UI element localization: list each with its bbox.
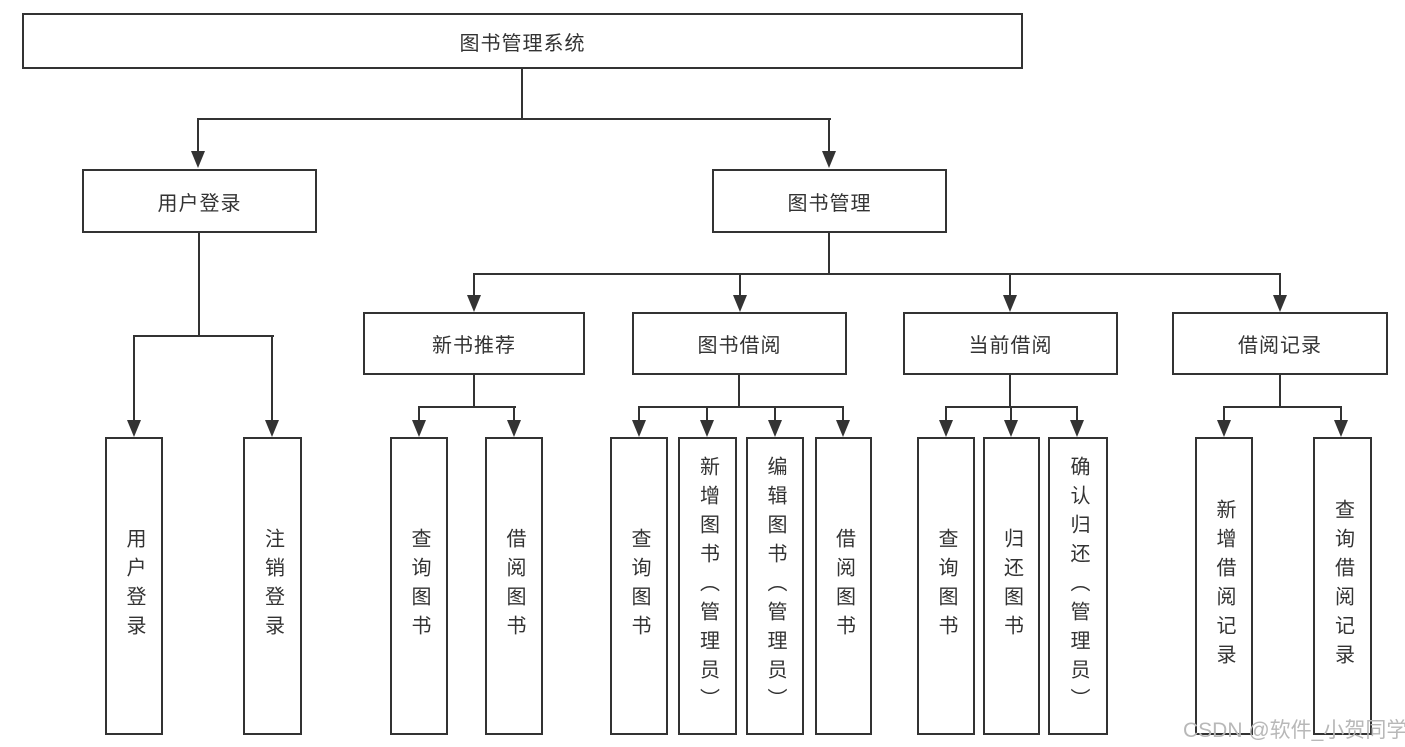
node-book-management: 图书管理 [712, 169, 947, 233]
arrow-down-icon [265, 420, 279, 437]
leaf-borrow-edit-book-admin-label: 编辑图书（管理员） [764, 455, 786, 717]
connector-line [271, 335, 273, 421]
connector-line [1076, 406, 1078, 422]
leaf-user-login: 用户登录 [105, 437, 163, 735]
arrow-down-icon [939, 420, 953, 437]
arrow-down-icon [822, 151, 836, 168]
leaf-current-query-book: 查询图书 [917, 437, 975, 735]
leaf-record-query-record: 查询借阅记录 [1313, 437, 1372, 735]
arrow-down-icon [632, 420, 646, 437]
connector-line [133, 335, 135, 421]
leaf-recommend-query-book-label: 查询图书 [408, 528, 430, 644]
leaf-borrow-edit-book-admin: 编辑图书（管理员） [746, 437, 804, 735]
leaf-current-confirm-return-admin-label: 确认归还（管理员） [1067, 455, 1089, 717]
arrow-down-icon [1070, 420, 1084, 437]
connector-line [945, 406, 947, 422]
leaf-borrow-add-book-admin: 新增图书（管理员） [678, 437, 737, 735]
connector-line [473, 273, 475, 296]
leaf-current-return-book-label: 归还图书 [1000, 528, 1023, 644]
leaf-logout-label: 注销登录 [261, 528, 284, 644]
leaf-recommend-query-book: 查询图书 [390, 437, 448, 735]
leaf-logout: 注销登录 [243, 437, 302, 735]
connector-line [473, 273, 1281, 275]
connector-line [638, 406, 640, 422]
connector-line [1279, 375, 1281, 408]
node-new-book-recommend-label: 新书推荐 [432, 335, 516, 357]
connector-line [1010, 406, 1012, 422]
connector-line [197, 118, 831, 120]
node-root: 图书管理系统 [22, 13, 1023, 69]
connector-line [842, 406, 844, 422]
arrow-down-icon [127, 420, 141, 437]
leaf-record-query-record-label: 查询借阅记录 [1331, 499, 1354, 673]
arrow-down-icon [191, 151, 205, 168]
leaf-current-query-book-label: 查询图书 [935, 528, 957, 644]
connector-line [133, 335, 274, 337]
connector-line [197, 118, 199, 152]
leaf-record-add-record-label: 新增借阅记录 [1213, 499, 1235, 673]
connector-line [521, 69, 523, 120]
arrow-down-icon [1003, 295, 1017, 312]
leaf-recommend-borrow-book: 借阅图书 [485, 437, 543, 735]
leaf-user-login-label: 用户登录 [123, 528, 145, 644]
leaf-borrow-borrow-book: 借阅图书 [815, 437, 872, 735]
connector-line [473, 375, 475, 408]
node-root-label: 图书管理系统 [459, 32, 586, 55]
connector-line [418, 406, 516, 408]
connector-line [638, 406, 844, 408]
connector-line [706, 406, 708, 422]
connector-line [774, 406, 776, 422]
arrow-down-icon [1217, 420, 1231, 437]
connector-line [1009, 375, 1011, 408]
leaf-borrow-query-book: 查询图书 [610, 437, 668, 735]
arrow-down-icon [733, 295, 747, 312]
arrow-down-icon [1334, 420, 1348, 437]
arrow-down-icon [467, 295, 481, 312]
arrow-down-icon [1273, 295, 1287, 312]
leaf-borrow-borrow-book-label: 借阅图书 [832, 528, 855, 644]
connector-line [198, 233, 200, 337]
arrow-down-icon [507, 420, 521, 437]
connector-line [1340, 406, 1342, 422]
node-new-book-recommend: 新书推荐 [363, 312, 585, 375]
connector-line [1223, 406, 1342, 408]
csdn-watermark: CSDN @软件_小贺同学 [1183, 719, 1405, 742]
node-user-login-label: 用户登录 [157, 192, 242, 215]
arrow-down-icon [836, 420, 850, 437]
connector-line [828, 118, 830, 152]
node-book-borrow: 图书借阅 [632, 312, 847, 375]
connector-line [1279, 273, 1281, 296]
leaf-current-confirm-return-admin: 确认归还（管理员） [1048, 437, 1108, 735]
leaf-current-return-book: 归还图书 [983, 437, 1040, 735]
node-current-borrow-label: 当前借阅 [968, 335, 1053, 357]
leaf-recommend-borrow-book-label: 借阅图书 [503, 528, 525, 644]
connector-line [1223, 406, 1225, 422]
connector-line [738, 375, 740, 408]
arrow-down-icon [412, 420, 426, 437]
leaf-borrow-add-book-admin-label: 新增图书（管理员） [696, 455, 719, 717]
leaf-borrow-query-book-label: 查询图书 [628, 528, 650, 644]
connector-line [418, 406, 420, 422]
connector-line [828, 233, 830, 273]
arrow-down-icon [768, 420, 782, 437]
connector-line [739, 273, 741, 296]
node-user-login: 用户登录 [82, 169, 317, 233]
leaf-record-add-record: 新增借阅记录 [1195, 437, 1253, 735]
node-borrow-record-label: 借阅记录 [1238, 335, 1322, 357]
arrow-down-icon [1004, 420, 1018, 437]
connector-line [513, 406, 515, 422]
node-book-borrow-label: 图书借阅 [697, 335, 782, 357]
connector-line [1009, 273, 1011, 296]
node-book-management-label: 图书管理 [787, 192, 872, 215]
node-current-borrow: 当前借阅 [903, 312, 1118, 375]
arrow-down-icon [700, 420, 714, 437]
node-borrow-record: 借阅记录 [1172, 312, 1388, 375]
